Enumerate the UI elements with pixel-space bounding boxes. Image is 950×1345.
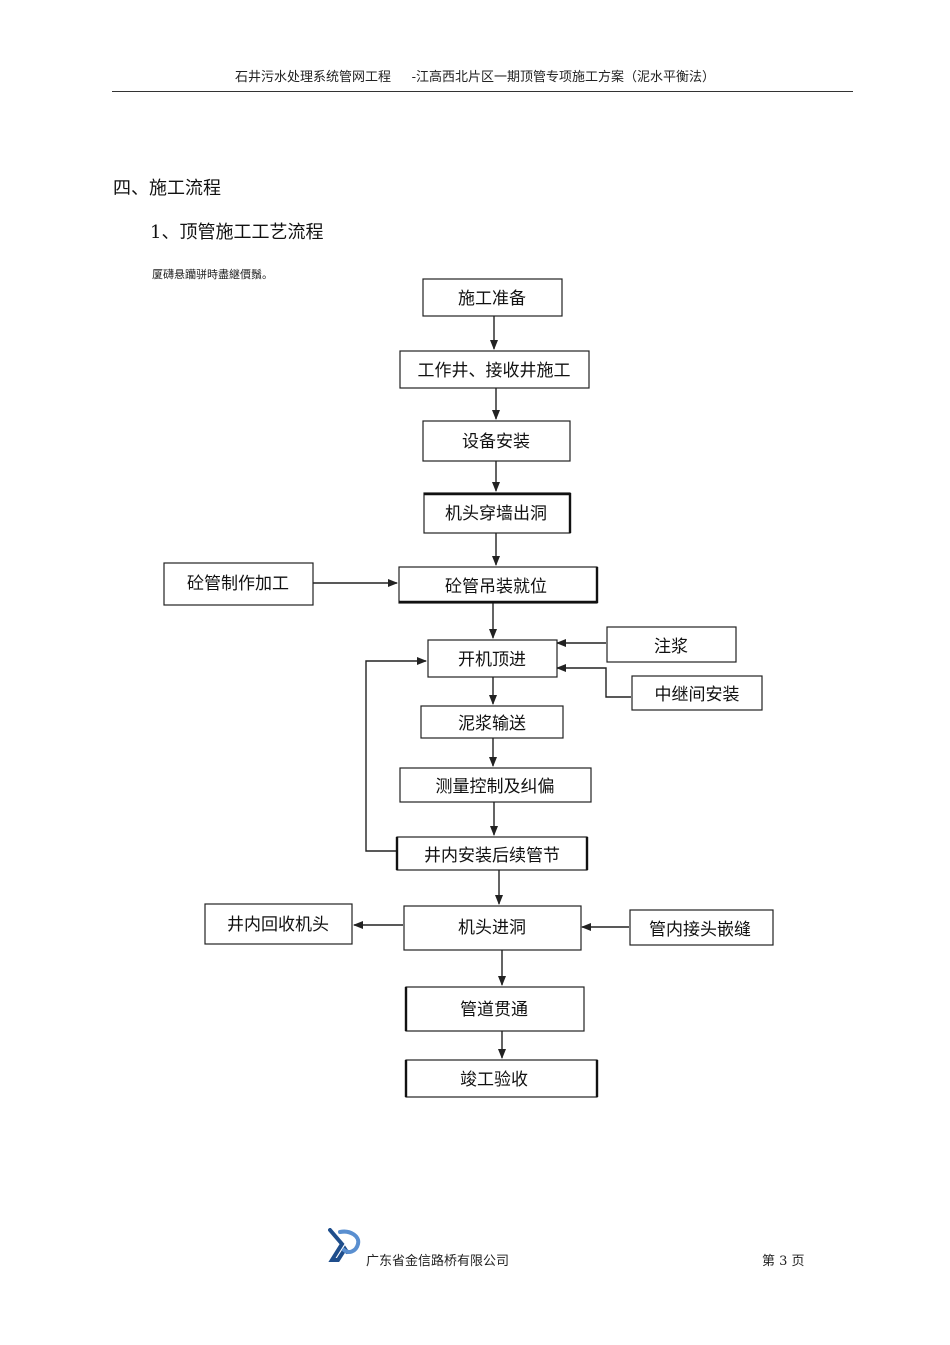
flow-node-head-in: 机头进洞 bbox=[403, 905, 582, 951]
flow-node-shafts: 工作井、接收井施工 bbox=[399, 350, 590, 389]
flow-node-equipment: 设备安装 bbox=[422, 420, 571, 462]
flow-node-joint-seal: 管内接头嵌缝 bbox=[629, 909, 774, 946]
flow-node-next-pipe: 井内安装后续管节 bbox=[395, 836, 589, 871]
flow-connectors bbox=[313, 316, 631, 1059]
flow-node-through: 管道贯通 bbox=[404, 986, 585, 1032]
flow-node-relay: 中继间安装 bbox=[631, 675, 763, 711]
flow-node-complete: 竣工验收 bbox=[404, 1059, 599, 1098]
flow-node-jacking: 开机顶进 bbox=[427, 639, 558, 678]
arrow-relay-to-jacking bbox=[556, 664, 631, 698]
node-label: 中继间安装 bbox=[655, 685, 740, 705]
node-label: 工作井、接收井施工 bbox=[418, 361, 571, 381]
node-label: 砼管制作加工 bbox=[187, 574, 289, 594]
arrow-loop-back-to-jacking bbox=[365, 657, 427, 852]
flow-node-recover: 井内回收机头 bbox=[204, 903, 353, 945]
header-divider bbox=[112, 91, 853, 92]
node-label: 井内安装后续管节 bbox=[424, 846, 560, 866]
node-label: 设备安装 bbox=[462, 432, 530, 452]
flow-node-grouting: 注浆 bbox=[606, 626, 737, 663]
flow-node-prepare: 施工准备 bbox=[422, 278, 563, 317]
flow-node-survey: 测量控制及纠偏 bbox=[399, 767, 592, 803]
flow-node-breakout: 机头穿墙出洞 bbox=[423, 492, 572, 534]
node-label: 管内接头嵌缝 bbox=[649, 920, 751, 940]
node-label: 注浆 bbox=[654, 637, 688, 657]
company-logo bbox=[328, 1228, 361, 1262]
node-label: 施工准备 bbox=[458, 289, 526, 309]
node-label: 测量控制及纠偏 bbox=[436, 777, 555, 797]
node-label: 竣工验收 bbox=[460, 1070, 528, 1090]
document-header: 石井污水处理系统管网工程 -江高西北片区一期顶管专项施工方案（泥水平衡法） bbox=[234, 70, 716, 85]
footer-page-number: 第 3 页 bbox=[762, 1254, 805, 1269]
node-label: 机头进洞 bbox=[458, 918, 526, 938]
note-text: 厦礴悬躪骈時盡継價鬚。 bbox=[152, 268, 273, 281]
flow-node-pipe-hoist: 砼管吊装就位 bbox=[398, 566, 599, 604]
section-heading: 四、施工流程 bbox=[113, 178, 221, 199]
flow-node-slurry: 泥浆输送 bbox=[420, 705, 564, 739]
node-label: 砼管吊装就位 bbox=[445, 577, 547, 597]
node-label: 泥浆输送 bbox=[458, 714, 526, 734]
node-label: 井内回收机头 bbox=[227, 915, 329, 935]
node-label: 开机顶进 bbox=[458, 650, 526, 670]
flow-node-pipe-make: 砼管制作加工 bbox=[163, 562, 314, 606]
subsection-heading: 1、顶管施工工艺流程 bbox=[150, 222, 324, 243]
node-label: 机头穿墙出洞 bbox=[445, 504, 547, 524]
node-label: 管道贯通 bbox=[460, 1000, 528, 1020]
footer-company: 广东省金信路桥有限公司 bbox=[366, 1254, 510, 1269]
